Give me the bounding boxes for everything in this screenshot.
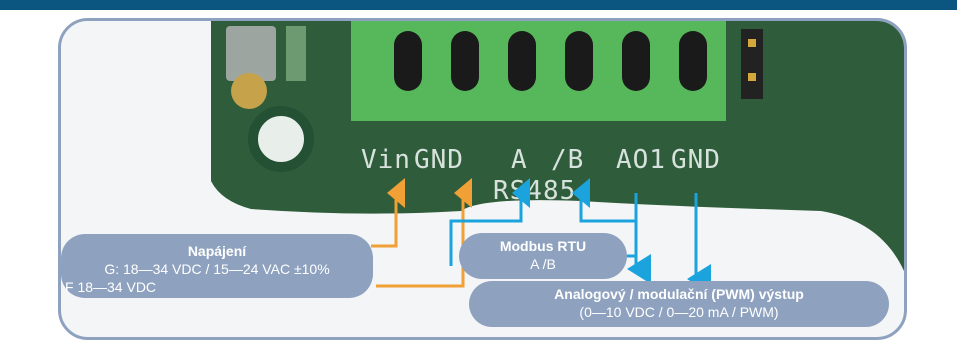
connection-leads [371,178,711,294]
power-callout: Napájení G: 18—34 VDC / 15—24 VAC ±10% F… [61,234,373,298]
solder-pad [231,73,267,109]
power-line1: G: 18—34 VDC / 15—24 VAC ±10% [104,261,330,277]
pcb-board [61,21,904,271]
power-gnd-arrow [376,178,472,288]
label-a: A [511,145,528,175]
power-line2: F 18—34 VDC [65,279,157,295]
label-ao1: AO1 [616,145,666,175]
label-gnd: GND [671,145,721,175]
analog-line1: (0—10 VDC / 0—20 mA / PWM) [579,304,779,320]
analog-callout: Analogový / modulační (PWM) výstup (0—10… [469,281,889,327]
power-title: Napájení [187,243,247,259]
diagram-frame: Vin GND A /B AO1 GND RS485 [58,18,907,340]
header-bar [0,0,957,10]
label-b: /B [551,145,585,175]
component [226,26,276,81]
label-vin: Vin [361,145,411,175]
modbus-a-arrow [449,178,530,266]
header-pins [741,29,763,99]
modbus-callout: Modbus RTU A /B [459,233,627,279]
label-gnd: GND [414,145,464,175]
terminal-screws [394,31,707,91]
mounting-hole [248,106,314,172]
label-rs485: RS485 [493,176,577,206]
power-vin-arrow [371,178,405,248]
modbus-line1: A /B [530,256,556,272]
analog-title: Analogový / modulační (PWM) výstup [554,286,804,302]
component [286,26,306,81]
modbus-title: Modbus RTU [499,238,587,254]
